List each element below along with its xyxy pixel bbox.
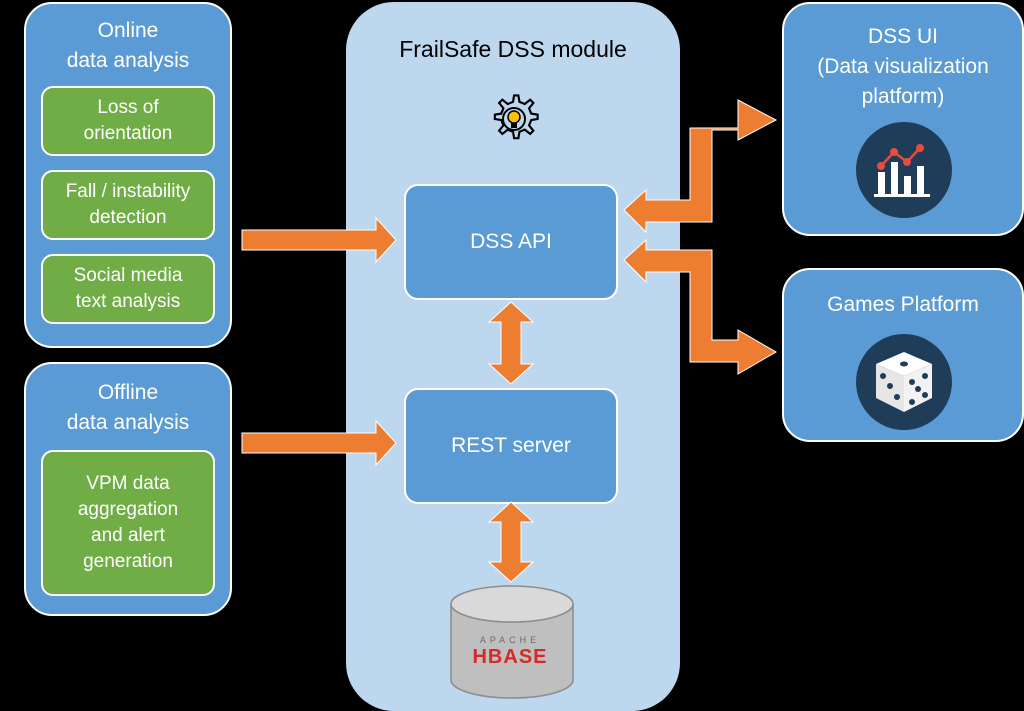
online-title-line2: data analysis: [66, 49, 190, 72]
chart-icon: [874, 144, 930, 197]
loss-of-orientation-box: Loss of orientation: [41, 86, 215, 156]
hbase-logo-top: APACHE: [479, 635, 541, 645]
item-line: Fall / instability: [65, 181, 191, 202]
dice-icon: [876, 352, 932, 412]
games-platform-title: Games Platform: [827, 293, 979, 316]
arrow-api-to-dss-ui: [623, 99, 778, 234]
item-line: aggregation: [77, 499, 179, 520]
dss-module-title: FrailSafe DSS module: [399, 36, 627, 62]
item-line: Loss of: [97, 97, 159, 118]
vpm-aggregation-box: VPM data aggregation and alert generatio…: [41, 450, 215, 596]
hbase-database-icon: [450, 585, 574, 699]
item-line: Social media: [73, 265, 183, 286]
dss-ui-title-line: (Data visualization: [817, 55, 989, 78]
arrow-rest-hbase: [487, 501, 535, 583]
arrow-api-rest: [487, 301, 535, 385]
online-title-line1: Online: [97, 19, 159, 42]
offline-analysis-panel: Offline data analysis VPM data aggregati…: [24, 362, 232, 616]
item-line: text analysis: [75, 291, 181, 312]
dice-icon-circle: [856, 334, 952, 430]
item-line: generation: [83, 551, 173, 572]
arrow-offline-to-rest: [241, 419, 397, 467]
arrow-api-to-games: [623, 238, 777, 375]
online-title: Online data analysis: [26, 16, 230, 76]
dss-ui-title-line: DSS UI: [867, 25, 938, 48]
offline-title-line1: Offline: [97, 381, 159, 404]
dss-ui-title-line: platform): [861, 85, 945, 108]
rest-server-box: REST server: [404, 388, 618, 504]
item-line: detection: [89, 207, 167, 228]
gear-bulb-icon: [493, 94, 539, 140]
item-line: and alert: [91, 525, 165, 546]
item-line: VPM data: [86, 473, 170, 494]
hbase-logo-main: HBASE: [472, 646, 548, 668]
social-media-box: Social media text analysis: [41, 254, 215, 324]
dss-api-box: DSS API: [404, 184, 618, 300]
offline-title: Offline data analysis: [26, 378, 230, 438]
chart-icon-circle: [856, 122, 952, 218]
arrow-online-to-api: [241, 216, 397, 264]
offline-title-line2: data analysis: [66, 411, 190, 434]
games-platform-panel: Games Platform: [782, 268, 1024, 442]
item-line: orientation: [83, 123, 173, 144]
dss-ui-panel: DSS UI (Data visualization platform): [782, 2, 1024, 236]
fall-detection-box: Fall / instability detection: [41, 170, 215, 240]
dss-ui-title: DSS UI (Data visualization platform): [784, 22, 1022, 112]
